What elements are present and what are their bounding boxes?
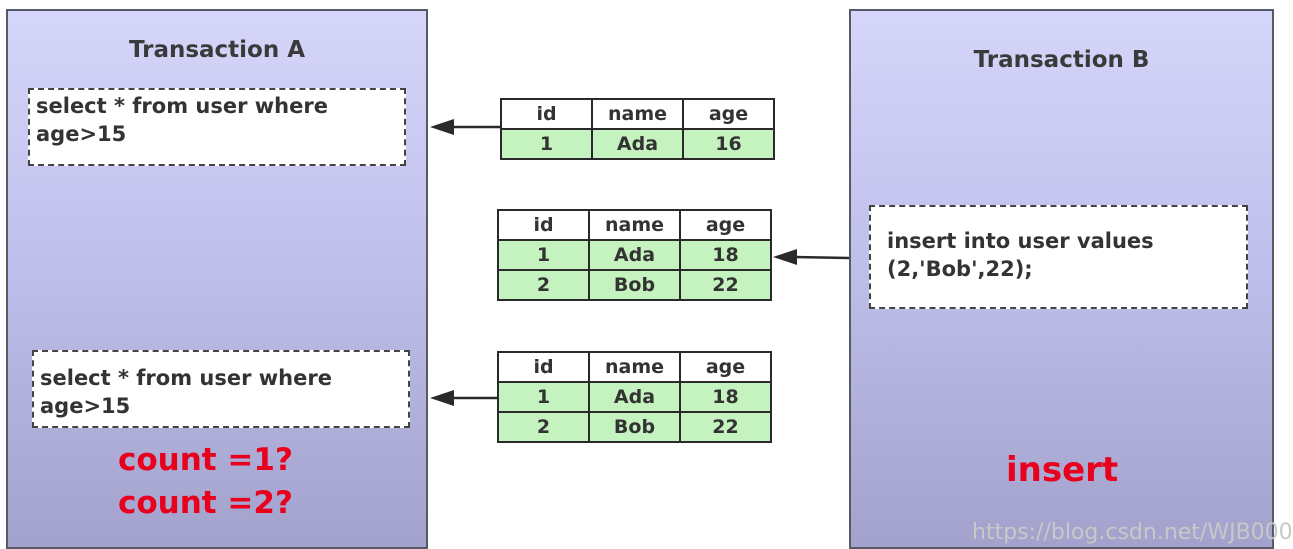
table-header-row: id name age — [497, 351, 772, 383]
cell-age: 22 — [679, 269, 772, 301]
count-question-one: count =1? — [118, 442, 293, 478]
header-id: id — [500, 98, 593, 130]
cell-name: Ada — [588, 381, 681, 413]
user-table-snapshot-2: id name age 1 Ada 18 2 Bob 22 — [497, 209, 772, 301]
arrow-table3-to-query2 — [430, 390, 497, 406]
header-id: id — [497, 209, 590, 241]
header-id: id — [497, 351, 590, 383]
query-line: select * from user where — [36, 94, 328, 118]
table-header-row: id name age — [500, 98, 775, 130]
statement-line: insert into user values — [887, 229, 1154, 253]
header-name: name — [588, 351, 681, 383]
select-query-second: select * from user where age>15 — [32, 350, 410, 428]
cell-id: 1 — [500, 128, 593, 160]
statement-line: (2,'Bob',22); — [887, 257, 1033, 281]
cell-age: 18 — [679, 239, 772, 271]
count-question-two: count =2? — [118, 485, 293, 521]
query-line: age>15 — [36, 122, 127, 146]
header-name: name — [591, 98, 684, 130]
table-row: 1 Ada 18 — [497, 381, 772, 413]
transaction-b-title: Transaction B — [973, 47, 1150, 73]
header-name: name — [588, 209, 681, 241]
insert-statement: insert into user values (2,'Bob',22); — [869, 205, 1248, 309]
table-header-row: id name age — [497, 209, 772, 241]
watermark-url: https://blog.csdn.net/WJB000 — [972, 520, 1293, 545]
cell-name: Ada — [591, 128, 684, 160]
cell-age: 18 — [679, 381, 772, 413]
cell-id: 2 — [497, 411, 590, 443]
cell-name: Bob — [588, 269, 681, 301]
query-line: select * from user where — [40, 366, 332, 390]
insert-label: insert — [1006, 450, 1119, 490]
arrow-insert-to-table2 — [773, 249, 850, 265]
cell-id: 1 — [497, 381, 590, 413]
cell-name: Ada — [588, 239, 681, 271]
select-query-first: select * from user where age>15 — [28, 88, 406, 166]
user-table-snapshot-3: id name age 1 Ada 18 2 Bob 22 — [497, 351, 772, 443]
cell-name: Bob — [588, 411, 681, 443]
header-age: age — [679, 209, 772, 241]
user-table-snapshot-1: id name age 1 Ada 16 — [500, 98, 775, 160]
table-row: 2 Bob 22 — [497, 269, 772, 301]
header-age: age — [679, 351, 772, 383]
arrow-table1-to-query1 — [430, 119, 500, 135]
cell-id: 2 — [497, 269, 590, 301]
table-row: 1 Ada 16 — [500, 128, 775, 160]
query-line: age>15 — [40, 394, 131, 418]
arrows-layer — [430, 119, 850, 406]
table-row: 1 Ada 18 — [497, 239, 772, 271]
header-age: age — [682, 98, 775, 130]
transaction-a-title: Transaction A — [128, 37, 306, 63]
cell-id: 1 — [497, 239, 590, 271]
cell-age: 16 — [682, 128, 775, 160]
cell-age: 22 — [679, 411, 772, 443]
table-row: 2 Bob 22 — [497, 411, 772, 443]
